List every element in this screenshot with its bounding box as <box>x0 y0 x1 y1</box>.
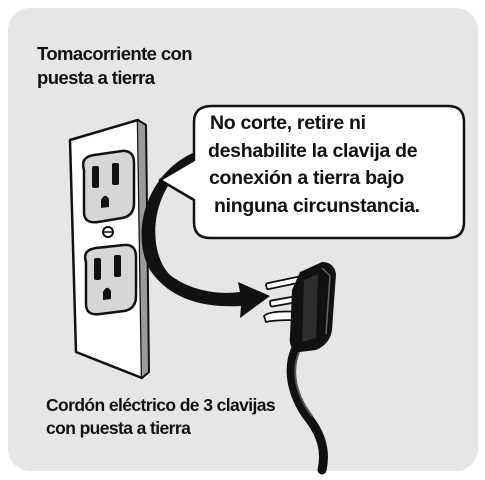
callout-line-2: deshabilite la clavija de <box>208 139 418 162</box>
cord-caption: Cordón eléctrico de 3 clavijas con puest… <box>46 394 326 440</box>
wall-outlet-icon <box>68 118 150 380</box>
callout-text: No corte, retire ni deshabilite la clavi… <box>196 110 466 220</box>
pointer-arrow-icon <box>141 150 270 318</box>
callout-bubble <box>158 104 466 240</box>
outlet-title-line-1: Tomacorriente con <box>37 43 193 64</box>
callout-line-4: ninguna circunstancia. <box>214 194 420 217</box>
grounded-plug-icon <box>262 262 336 475</box>
upper-receptacle <box>81 149 136 224</box>
outlet-title-line-2: puesta a tierra <box>37 67 155 88</box>
callout-line-1: No corte, retire ni <box>210 112 366 134</box>
callout-line-3: conexión a tierra bajo <box>209 167 404 189</box>
cord-caption-line-1: Cordón eléctrico de 3 clavijas <box>46 395 276 415</box>
outlet-title: Tomacorriente con puesta a tierra <box>37 42 193 90</box>
lower-receptacle <box>83 243 138 316</box>
cord-caption-line-2: con puesta a tierra <box>46 418 191 438</box>
